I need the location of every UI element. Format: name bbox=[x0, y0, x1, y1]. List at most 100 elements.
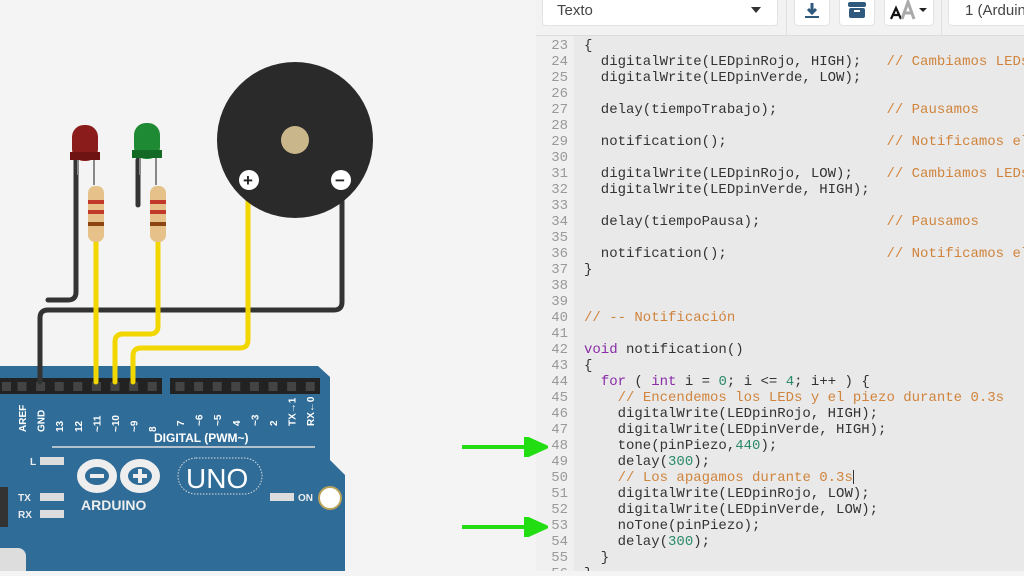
pin-label: 13 bbox=[55, 420, 66, 432]
code-line[interactable]: 56} bbox=[536, 566, 1024, 571]
code-line[interactable]: 54 delay(300); bbox=[536, 534, 1024, 550]
code-line[interactable]: 30 bbox=[536, 150, 1024, 166]
code-line[interactable]: 27 delay(tiempoTrabajo); // Pausamos bbox=[536, 102, 1024, 118]
line-number: 45 bbox=[551, 390, 568, 406]
line-number: 39 bbox=[551, 294, 568, 310]
code-line[interactable]: 40// -- Notificación bbox=[536, 310, 1024, 326]
code-line[interactable]: 25 digitalWrite(LEDpinVerde, LOW); bbox=[536, 70, 1024, 86]
library-button[interactable] bbox=[839, 0, 875, 26]
code-line[interactable]: 41 bbox=[536, 326, 1024, 342]
code-line[interactable]: 38 bbox=[536, 278, 1024, 294]
code-token: digitalWrite(LEDpinVerde, LOW); bbox=[584, 502, 879, 518]
wire-pin10 bbox=[112, 237, 161, 385]
pin-socket bbox=[268, 382, 278, 391]
green-led[interactable] bbox=[132, 123, 162, 185]
code-line[interactable]: 28 bbox=[536, 118, 1024, 134]
mode-dropdown[interactable]: Texto bbox=[542, 0, 778, 26]
code-token: ; i <= bbox=[726, 374, 786, 390]
arduino-board[interactable] bbox=[0, 366, 345, 571]
status-led bbox=[40, 510, 64, 518]
code-token: tone(pinPiezo, bbox=[584, 438, 736, 454]
status-led bbox=[40, 493, 64, 501]
pin-socket bbox=[231, 382, 241, 391]
piezo-buzzer[interactable]: + − bbox=[217, 62, 373, 218]
code-line[interactable]: 55 } bbox=[536, 550, 1024, 566]
pin-label: 4 bbox=[232, 420, 243, 426]
code-token: ( bbox=[626, 374, 652, 390]
download-button[interactable] bbox=[794, 0, 830, 26]
code-line[interactable]: 50 // Los apagamos durante 0.3s bbox=[536, 470, 1024, 486]
code-line[interactable]: 48 tone(pinPiezo,440); bbox=[536, 438, 1024, 454]
board-dropdown[interactable]: 1 (Arduino bbox=[948, 0, 1024, 26]
code-line[interactable]: 33 bbox=[536, 198, 1024, 214]
code-line[interactable]: 35 bbox=[536, 230, 1024, 246]
code-line[interactable]: 24 digitalWrite(LEDpinRojo, HIGH); // Ca… bbox=[536, 54, 1024, 70]
code-token: delay( bbox=[584, 454, 669, 470]
code-line[interactable]: 39 bbox=[536, 294, 1024, 310]
mode-label: Texto bbox=[557, 1, 593, 19]
line-number: 47 bbox=[551, 422, 568, 438]
line-number: 55 bbox=[551, 550, 568, 566]
code-line[interactable]: 46 digitalWrite(LEDpinRojo, HIGH); bbox=[536, 406, 1024, 422]
pin-socket bbox=[91, 382, 101, 391]
green-arrow-48 bbox=[462, 437, 548, 457]
code-line[interactable]: 26 bbox=[536, 86, 1024, 102]
pin-label: 2 bbox=[269, 420, 280, 426]
reset-button[interactable] bbox=[0, 548, 26, 576]
font-size-button[interactable] bbox=[884, 0, 934, 26]
chevron-down-icon bbox=[751, 7, 761, 13]
code-line[interactable]: 51 digitalWrite(LEDpinRojo, LOW); bbox=[536, 486, 1024, 502]
status-led-label: TX bbox=[18, 493, 31, 504]
code-line[interactable]: 47 digitalWrite(LEDpinVerde, HIGH); bbox=[536, 422, 1024, 438]
resistor-green[interactable] bbox=[150, 186, 166, 242]
code-line[interactable]: 29 notification(); // Notificamos el bbox=[536, 134, 1024, 150]
code-token: // Notificamos el bbox=[886, 134, 1024, 150]
code-token: digitalWrite(LEDpinVerde, HIGH); bbox=[584, 182, 870, 198]
line-number: 46 bbox=[551, 406, 568, 422]
code-token: // Encendemos los LEDs y el piezo durant… bbox=[617, 390, 1005, 406]
code-line[interactable]: 52 digitalWrite(LEDpinVerde, LOW); bbox=[536, 502, 1024, 518]
pin-label: AREF bbox=[18, 405, 29, 432]
code-line[interactable]: 45 // Encendemos los LEDs y el piezo dur… bbox=[536, 390, 1024, 406]
line-number: 52 bbox=[551, 502, 568, 518]
code-token: delay( bbox=[584, 534, 669, 550]
line-number: 53 bbox=[551, 518, 568, 534]
font-size-icon bbox=[889, 0, 927, 20]
line-number: 42 bbox=[551, 342, 568, 358]
pin-socket bbox=[110, 382, 120, 391]
code-line[interactable]: 43{ bbox=[536, 358, 1024, 374]
code-token: 0 bbox=[718, 374, 727, 390]
code-line[interactable]: 53 noTone(pinPiezo); bbox=[536, 518, 1024, 534]
pin-label: ~6 bbox=[195, 414, 206, 426]
line-number: 41 bbox=[551, 326, 568, 342]
code-line[interactable]: 36 notification(); // Notificamos el bbox=[536, 246, 1024, 262]
pin-socket bbox=[2, 382, 11, 391]
code-line[interactable]: 49 delay(300); bbox=[536, 454, 1024, 470]
code-token: notification(); bbox=[584, 134, 887, 150]
line-number: 24 bbox=[551, 54, 568, 70]
code-area[interactable]: 23{24 digitalWrite(LEDpinRojo, HIGH); //… bbox=[536, 38, 1024, 571]
code-line[interactable]: 23{ bbox=[536, 38, 1024, 54]
code-token: ; i++ ) { bbox=[794, 374, 870, 390]
code-line[interactable]: 37} bbox=[536, 262, 1024, 278]
code-token: 440 bbox=[735, 438, 761, 454]
resistor-red[interactable] bbox=[88, 186, 104, 242]
archive-icon bbox=[848, 2, 866, 18]
pin-socket bbox=[54, 382, 64, 391]
code-line[interactable]: 44 for ( int i = 0; i <= 4; i++ ) { bbox=[536, 374, 1024, 390]
line-number: 29 bbox=[551, 134, 568, 150]
code-line[interactable]: 34 delay(tiempoPausa); // Pausamos bbox=[536, 214, 1024, 230]
code-token: 4 bbox=[785, 374, 795, 390]
code-token: notification(); bbox=[584, 246, 887, 262]
line-number: 48 bbox=[551, 438, 568, 454]
pin-label: TX→1 bbox=[288, 397, 299, 426]
code-line[interactable]: 31 digitalWrite(LEDpinRojo, LOW); // Cam… bbox=[536, 166, 1024, 182]
code-token: } bbox=[584, 550, 610, 566]
code-token: i = bbox=[676, 374, 719, 390]
line-number: 38 bbox=[551, 278, 568, 294]
red-led[interactable] bbox=[70, 125, 100, 185]
pin-socket bbox=[305, 382, 315, 391]
code-line[interactable]: 32 digitalWrite(LEDpinVerde, HIGH); bbox=[536, 182, 1024, 198]
